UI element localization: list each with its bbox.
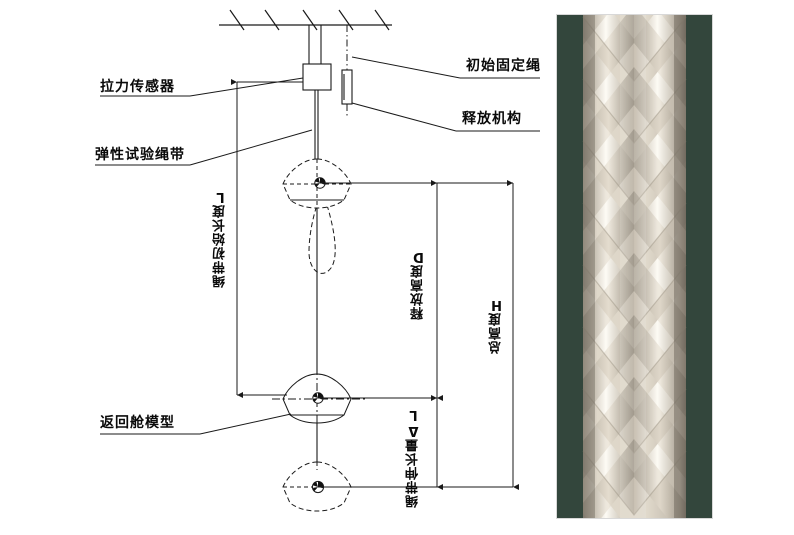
dimension-label-release-height: 释放高度D <box>411 248 426 320</box>
dimension-label-total-height: 总高度H <box>489 296 504 354</box>
dimension-initial-rope-length <box>231 79 303 398</box>
dimension-label-initial-rope-length: 绳带初始长度L <box>213 188 228 288</box>
schematic-drawing: 拉力传感器 弹性试验绳带 返回舱模型 初始固定绳 释放机构 绳带初始长度L 释放… <box>95 9 541 512</box>
release-mechanism-body <box>341 69 353 105</box>
label-leader-lines-left <box>95 77 313 435</box>
dimension-label-rope-elongation: 绳带伸长量ΔL <box>406 406 421 508</box>
capsule-top <box>282 158 352 209</box>
ceiling-support <box>219 9 392 31</box>
capsule-leader-lines <box>318 182 437 488</box>
schematic-svg <box>95 9 540 512</box>
rope-strand-pattern <box>582 15 687 518</box>
label-elastic-test-rope: 弹性试验绳带 <box>95 147 185 163</box>
label-force-sensor: 拉力传感器 <box>100 79 175 95</box>
slack-rope-loop <box>308 204 336 274</box>
capsule-middle <box>272 367 366 432</box>
label-release-mechanism: 释放机构 <box>462 111 522 127</box>
label-initial-fixing-rope: 初始固定绳 <box>466 58 541 74</box>
dimension-total-height <box>437 180 519 490</box>
label-leader-lines-right <box>351 56 540 132</box>
label-return-capsule-model: 返回舱模型 <box>100 415 175 431</box>
braided-rope-photo <box>557 15 712 518</box>
capsule-bottom <box>282 455 352 512</box>
force-sensor-assembly <box>302 25 332 91</box>
